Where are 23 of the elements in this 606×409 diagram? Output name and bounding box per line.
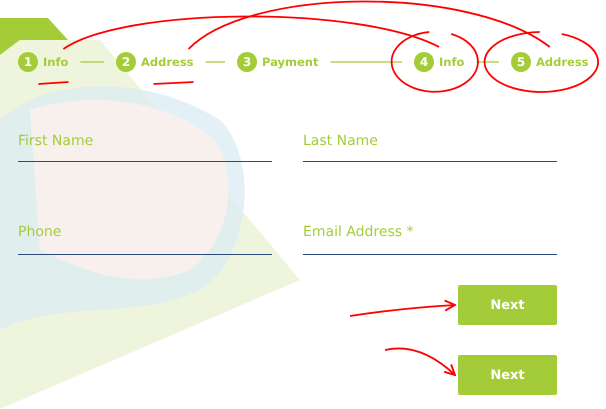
annotation-arrow [350,300,456,317]
step-label: Address [536,55,589,69]
annotation-line [62,16,440,50]
connector-line [206,61,225,63]
step-number: 2 [116,52,136,72]
step-number: 3 [237,52,257,72]
step-number: 5 [511,52,531,72]
connector-line [476,61,499,63]
next-button: Next [458,355,557,395]
field-label: Email Address * [303,224,414,240]
step-number: 4 [414,52,434,72]
field-label: Phone [18,224,62,240]
next-button: Next [458,285,557,325]
connector-line [330,61,402,63]
step-label: Info [43,55,68,69]
connector-line [80,61,104,63]
field-label: Last Name [303,133,378,149]
annotation-line [188,0,550,50]
field-label: First Name [18,133,94,149]
step-label: Payment [262,55,318,69]
annotation-arrow [384,348,456,376]
step-label: Info [439,55,464,69]
step-label: Address [141,55,194,69]
